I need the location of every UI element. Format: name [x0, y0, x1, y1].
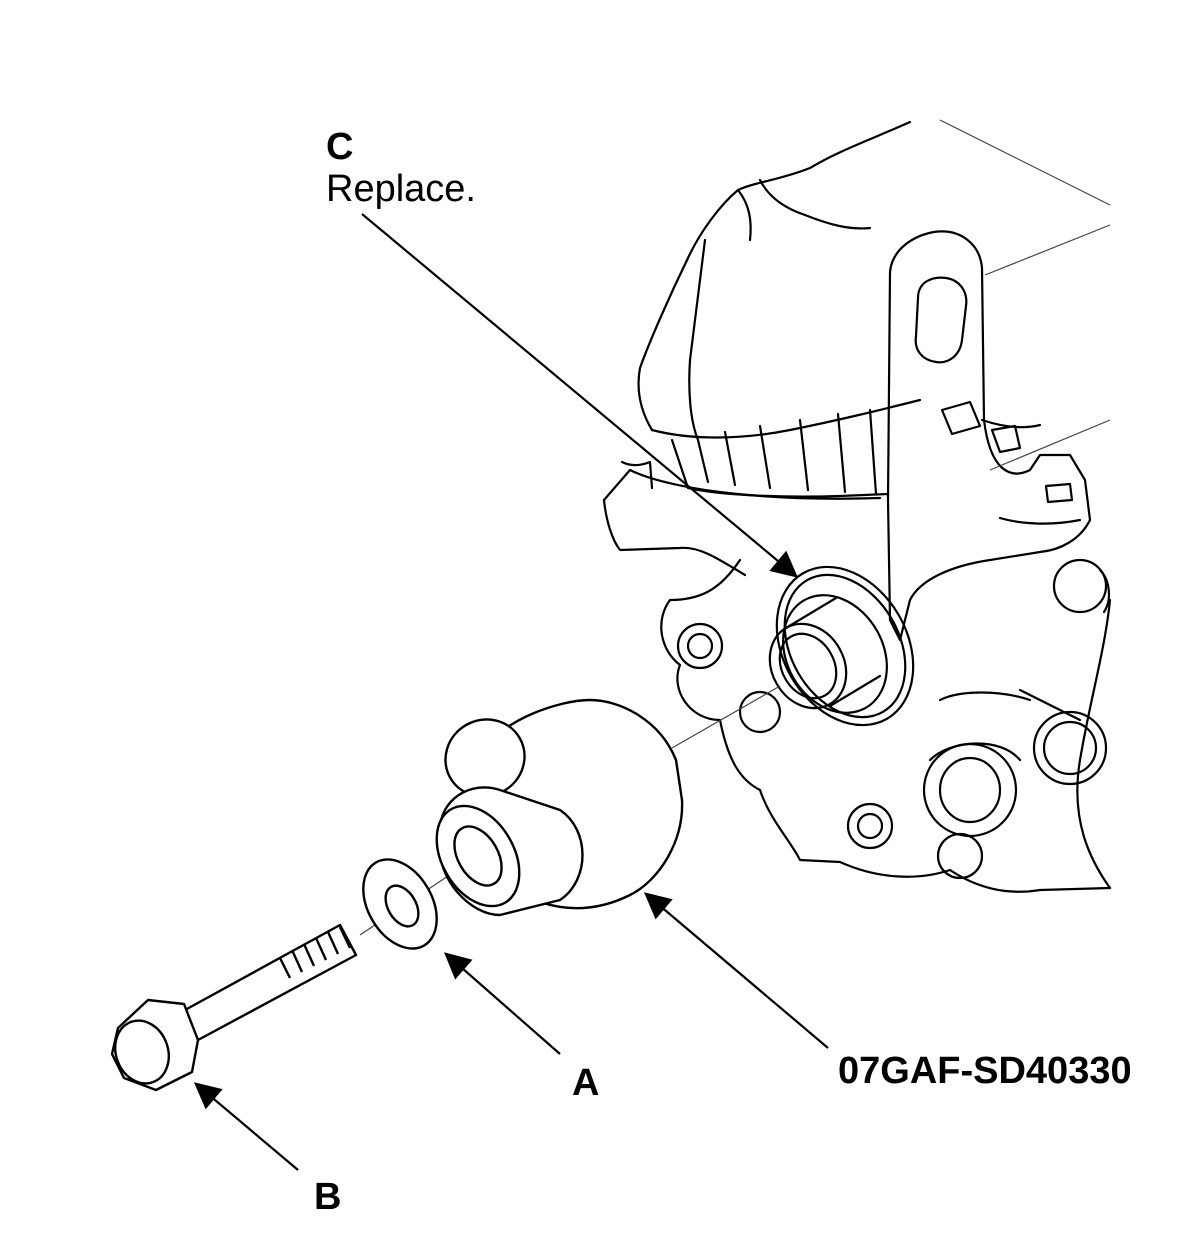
- special-tool-illustration: [435, 698, 684, 917]
- callout-note-replace: Replace.: [326, 168, 476, 210]
- callout-label-tool-number: 07GAF-SD40330: [838, 1050, 1132, 1092]
- callout-label-a: A: [572, 1062, 600, 1104]
- leader-line-c: [361, 213, 799, 578]
- callout-label-b: B: [314, 1176, 342, 1218]
- callout-label-c: C: [326, 126, 354, 168]
- leader-lines: [193, 213, 829, 1171]
- leader-line-a: [444, 952, 561, 1055]
- leader-line-b: [193, 1082, 299, 1171]
- engine-case-illustration: [602, 120, 1112, 893]
- bolt-illustration: [110, 923, 358, 1092]
- washer-illustration: [362, 858, 438, 950]
- leader-line-tool: [643, 892, 829, 1049]
